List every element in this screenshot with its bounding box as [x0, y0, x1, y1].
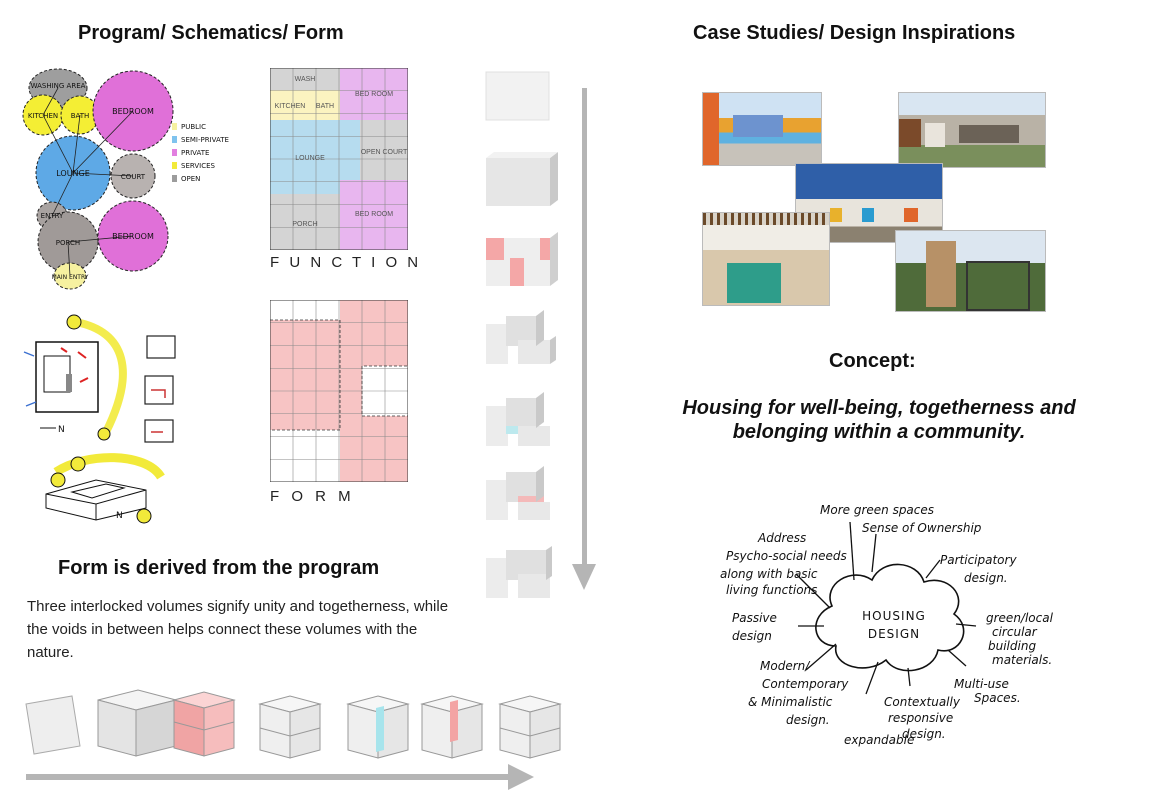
legend-swatch	[172, 149, 177, 156]
svg-text:living functions: living functions	[726, 583, 817, 597]
svg-text:Psycho-social needs: Psycho-social needs	[726, 549, 847, 563]
svg-text:& Minimalistic: & Minimalistic	[748, 695, 833, 709]
small-plan-thumbnails	[144, 335, 176, 443]
svg-text:design: design	[732, 629, 772, 643]
legend-label: OPEN	[181, 174, 201, 183]
legend-swatch	[172, 175, 177, 182]
svg-text:BEDROOM: BEDROOM	[112, 107, 154, 116]
svg-text:circular: circular	[992, 625, 1038, 639]
svg-text:responsive: responsive	[888, 711, 953, 725]
svg-text:Sense of Ownership: Sense of Ownership	[862, 521, 982, 535]
concept-line-2: belonging within a community.	[732, 421, 1026, 443]
svg-text:Contemporary: Contemporary	[762, 677, 849, 691]
bubble-diagram: WASHING AREA KITCHEN BATH BEDROOM LOUNGE…	[22, 68, 174, 290]
legend-label: SERVICES	[181, 161, 215, 170]
svg-text:Modern/: Modern/	[760, 659, 811, 673]
program-title: Program/ Schematics/ Form	[78, 22, 344, 44]
legend-item: PUBLIC	[172, 120, 229, 133]
svg-text:BED ROOM: BED ROOM	[355, 91, 393, 98]
derived-title: Form is derived from the program	[58, 557, 380, 579]
legend-label: PRIVATE	[181, 148, 210, 157]
legend-label: SEMI-PRIVATE	[181, 135, 229, 144]
form-plan	[270, 300, 408, 482]
svg-text:PORCH: PORCH	[292, 221, 317, 228]
svg-text:KITCHEN: KITCHEN	[275, 103, 306, 110]
svg-text:OPEN COURT: OPEN COURT	[361, 149, 408, 156]
concept-title: Concept:	[829, 350, 916, 372]
mind-map-center-1: HOUSING	[862, 609, 926, 623]
function-plan: WASH KITCHEN BATH BED ROOM LOUNGE OPEN C…	[270, 68, 408, 250]
case-study-photo-5	[895, 230, 1046, 312]
case-studies-title: Case Studies/ Design Inspirations	[693, 22, 1016, 44]
legend-item: SERVICES	[172, 159, 229, 172]
svg-text:materials.: materials.	[992, 653, 1052, 667]
mind-map: HOUSING DESIGN More green spaces Sense o…	[720, 503, 1054, 747]
form-label: F O R M	[270, 488, 355, 505]
svg-text:WASH: WASH	[295, 76, 316, 83]
legend-swatch	[172, 136, 177, 143]
svg-text:ENTRY: ENTRY	[41, 212, 64, 220]
svg-text:BATH: BATH	[71, 112, 90, 120]
svg-text:expandable: expandable	[844, 733, 914, 747]
legend-swatch	[172, 123, 177, 130]
svg-text:More green spaces: More green spaces	[820, 503, 934, 517]
svg-text:design.: design.	[902, 727, 946, 741]
legend-item: OPEN	[172, 172, 229, 185]
svg-text:N: N	[58, 425, 65, 435]
concept-line-1: Housing for well-being, togetherness and	[682, 397, 1076, 419]
svg-text:design.: design.	[964, 571, 1008, 585]
svg-text:LOUNGE: LOUNGE	[56, 169, 90, 178]
function-label: F U N C T I O N	[270, 254, 422, 271]
mind-map-cloud	[815, 563, 965, 672]
svg-text:LOUNGE: LOUNGE	[295, 155, 325, 162]
svg-text:BED ROOM: BED ROOM	[355, 211, 393, 218]
volume-progression-vertical	[485, 71, 596, 598]
svg-text:MAIN ENTRY: MAIN ENTRY	[52, 274, 89, 281]
svg-text:Multi-use: Multi-use	[954, 677, 1009, 691]
svg-text:Contextually: Contextually	[884, 695, 961, 709]
svg-text:Address: Address	[757, 531, 806, 545]
svg-text:design.: design.	[786, 713, 830, 727]
svg-text:COURT: COURT	[121, 173, 146, 181]
concept-statement: Housing for well-being, togetherness and…	[640, 396, 1118, 444]
volume-progression-horizontal	[25, 689, 562, 790]
svg-text:BATH: BATH	[316, 103, 334, 110]
svg-text:Passive: Passive	[732, 611, 777, 625]
svg-text:PORCH: PORCH	[56, 239, 80, 247]
legend-label: PUBLIC	[181, 122, 206, 131]
svg-text:Spaces.: Spaces.	[974, 691, 1021, 705]
svg-text:along with basic: along with basic	[720, 567, 818, 581]
case-study-photo-2	[898, 92, 1046, 168]
svg-text:Participatory: Participatory	[940, 553, 1017, 567]
legend-item: PRIVATE	[172, 146, 229, 159]
svg-text:N: N	[116, 511, 123, 521]
bubble-legend: PUBLIC SEMI-PRIVATE PRIVATE SERVICES OPEN	[172, 120, 229, 185]
svg-text:BEDROOM: BEDROOM	[112, 232, 154, 241]
legend-swatch	[172, 162, 177, 169]
svg-text:WASHING AREA: WASHING AREA	[31, 82, 86, 90]
case-study-photo-1	[702, 92, 822, 166]
svg-text:green/local: green/local	[986, 611, 1054, 625]
derived-body: Three interlocked volumes signify unity …	[27, 598, 449, 661]
site-sketches: N N	[23, 314, 165, 524]
svg-text:KITCHEN: KITCHEN	[28, 112, 58, 120]
case-study-photo-4	[702, 212, 830, 306]
mind-map-center-2: DESIGN	[868, 627, 920, 641]
legend-item: SEMI-PRIVATE	[172, 133, 229, 146]
svg-text:building: building	[988, 639, 1036, 653]
